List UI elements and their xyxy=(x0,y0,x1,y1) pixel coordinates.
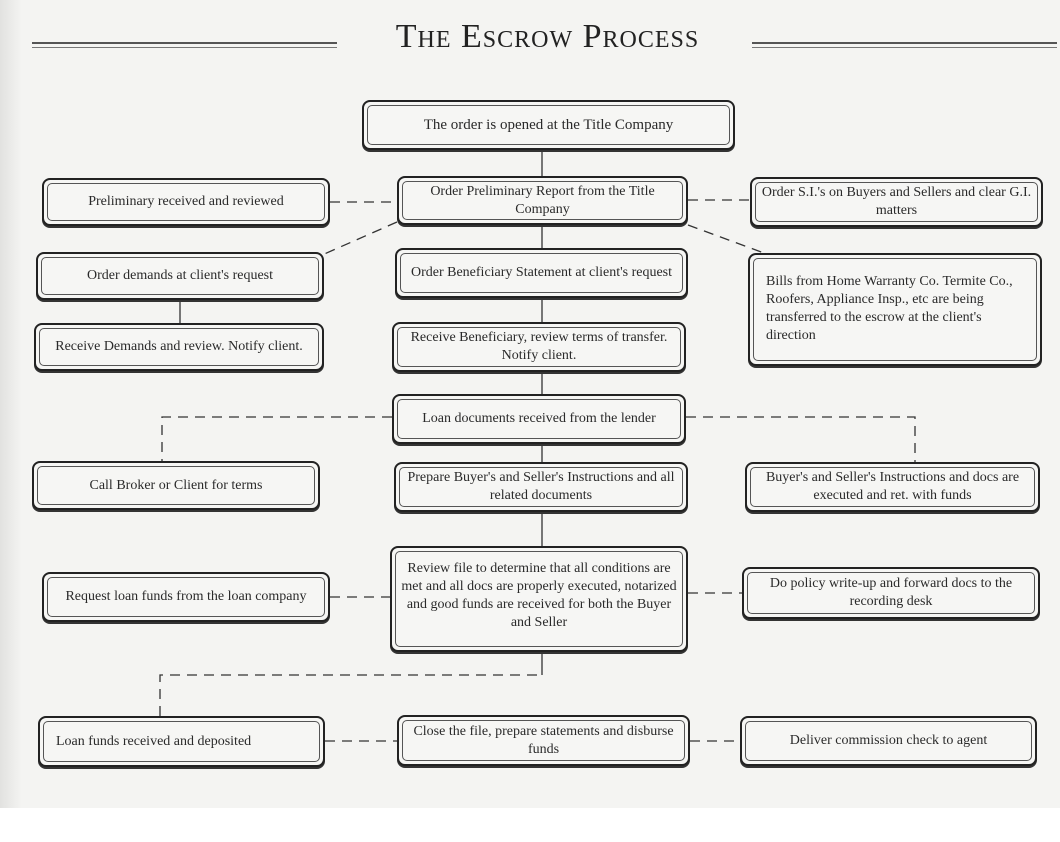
box-order-beneficiary: Order Beneficiary Statement at client's … xyxy=(395,248,688,298)
title-rule-right xyxy=(752,42,1057,48)
connector-dashed xyxy=(686,416,916,462)
box-receive-demands: Receive Demands and review. Notify clien… xyxy=(34,323,324,371)
scan-edge xyxy=(0,0,22,842)
box-close-file: Close the file, prepare statements and d… xyxy=(397,715,690,766)
box-instructions-executed: Buyer's and Seller's Instructions and do… xyxy=(745,462,1040,512)
box-order-demands: Order demands at client's request xyxy=(36,252,324,300)
box-review-file: Review file to determine that all condit… xyxy=(390,546,688,652)
box-call-broker: Call Broker or Client for terms xyxy=(32,461,320,510)
connector-dashed xyxy=(687,224,773,257)
box-deliver-commission: Deliver commission check to agent xyxy=(740,716,1037,766)
box-preliminary-received: Preliminary received and reviewed xyxy=(42,178,330,226)
box-order-preliminary: Order Preliminary Report from the Title … xyxy=(397,176,688,225)
connector-dashed xyxy=(159,674,542,716)
box-order-si: Order S.I.'s on Buyers and Sellers and c… xyxy=(750,177,1043,227)
page-title: The Escrow Process xyxy=(395,18,700,55)
scan-bottom-margin xyxy=(0,808,1060,842)
box-loan-documents: Loan documents received from the lender xyxy=(392,394,686,444)
box-order-opened: The order is opened at the Title Company xyxy=(362,100,735,150)
box-request-loan-funds: Request loan funds from the loan company xyxy=(42,572,330,622)
box-prepare-instructions: Prepare Buyer's and Seller's Instruction… xyxy=(394,462,688,512)
box-bills: Bills from Home Warranty Co. Termite Co.… xyxy=(748,253,1042,366)
connector-dashed xyxy=(321,221,398,256)
box-policy-writeup: Do policy write-up and forward docs to t… xyxy=(742,567,1040,619)
box-receive-beneficiary: Receive Beneficiary, review terms of tra… xyxy=(392,322,686,372)
box-loan-funds-deposited: Loan funds received and deposited xyxy=(38,716,325,767)
connector-dashed xyxy=(161,416,392,461)
title-rule-left xyxy=(32,42,337,48)
